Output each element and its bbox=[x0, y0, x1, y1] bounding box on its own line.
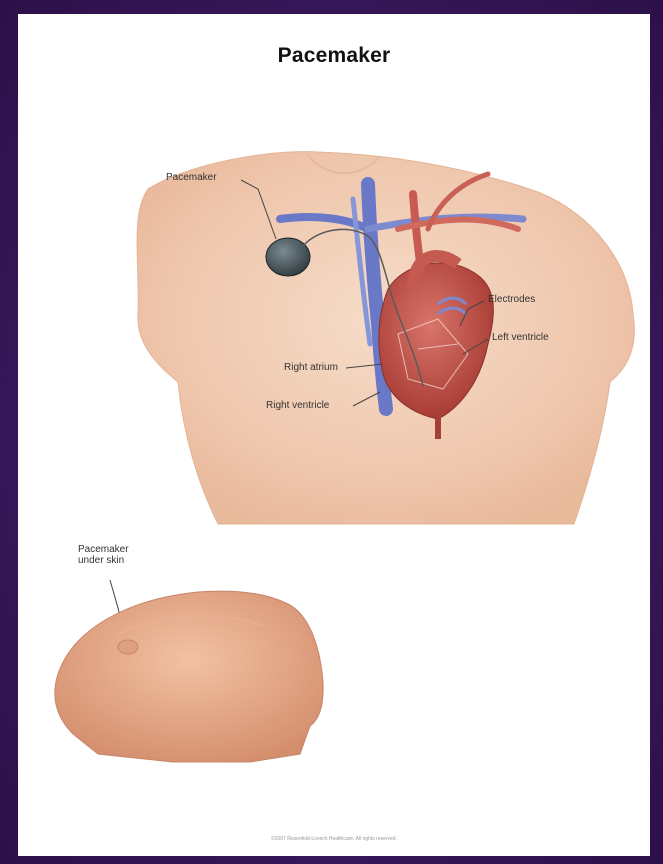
label-pacemaker-under-skin: Pacemaker under skin bbox=[78, 544, 148, 566]
label-electrodes: Electrodes bbox=[488, 294, 535, 305]
label-right-ventricle: Right ventricle bbox=[266, 400, 329, 411]
copyright-footer: ©2007 Rosenfeld-Lovech Healthcare. All r… bbox=[18, 836, 650, 842]
label-right-atrium: Right atrium bbox=[284, 362, 338, 373]
anatomy-illustration bbox=[18, 14, 650, 856]
label-left-ventricle: Left ventricle bbox=[492, 332, 549, 343]
label-pacemaker: Pacemaker bbox=[166, 172, 217, 183]
pacemaker-device bbox=[266, 238, 310, 276]
illustration-panel: Pacemaker bbox=[18, 14, 650, 856]
